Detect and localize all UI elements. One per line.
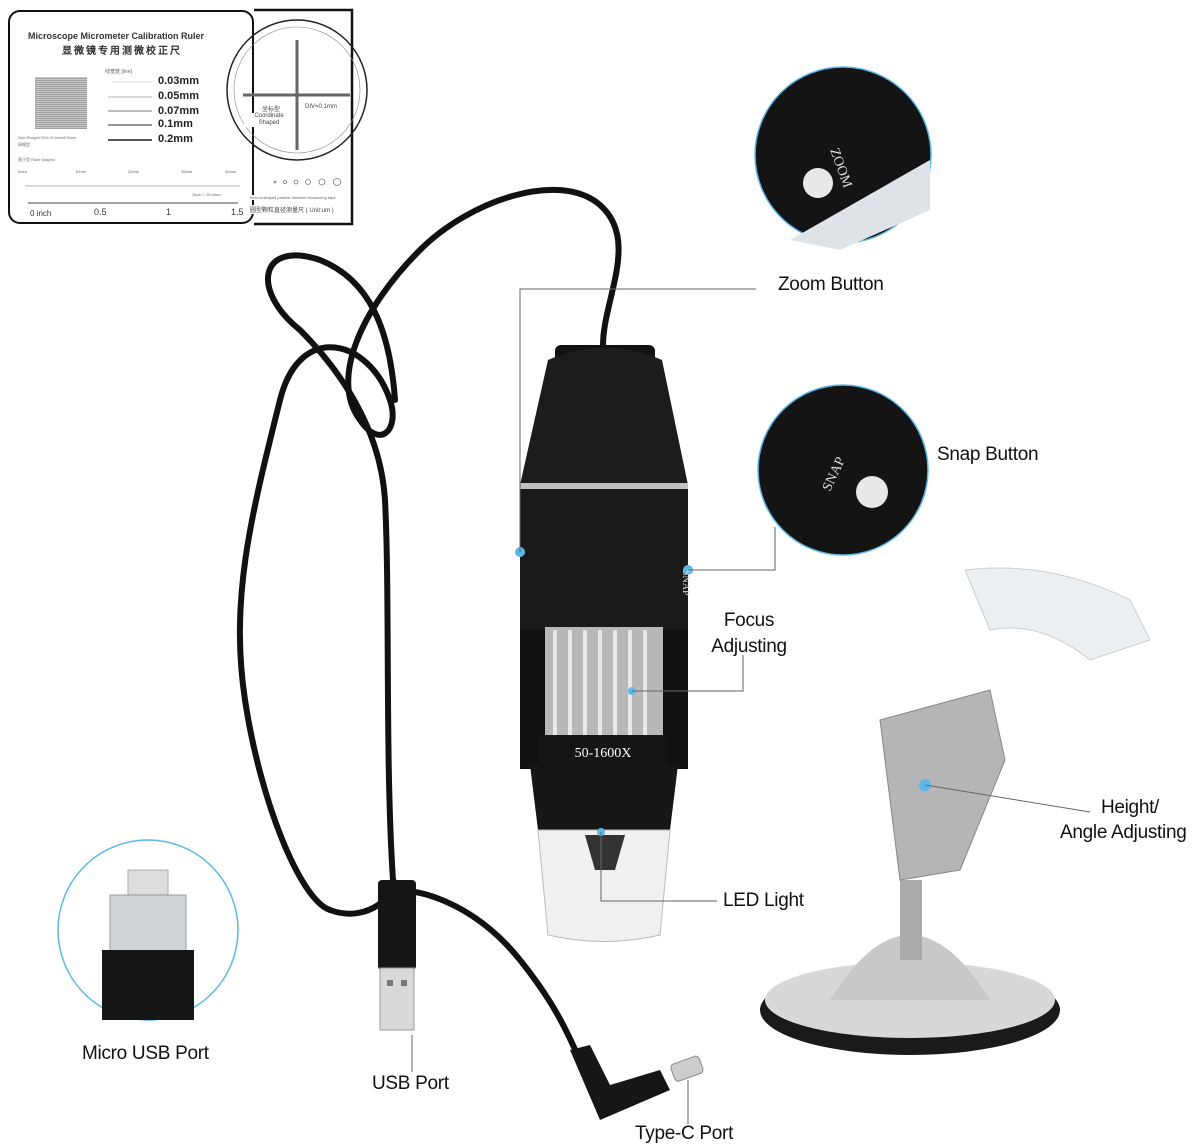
ruler-title: Microscope Micrometer Calibration Ruler <box>28 31 205 41</box>
inch-tick-3: 1.5 <box>231 207 244 217</box>
magnification-label: 50-1600X <box>575 746 632 761</box>
mm-tick-2: 20mm <box>128 169 140 174</box>
round-label-cn: 圆型颗粒直径测量尺 ( Unit:um ) <box>250 205 334 214</box>
round-label: Round-shaped particle diameter measuring… <box>250 195 336 200</box>
callout-focus-line1: Focus <box>723 610 775 631</box>
inch-tick-1: 0.5 <box>94 207 107 217</box>
callout-zoom-button: Zoom Button <box>778 274 884 295</box>
grid-label: Grid Shaped DIV=0.1mm/0.5mm <box>18 135 77 140</box>
inch-tick-0: 0 inch <box>30 209 52 218</box>
micro-usb-inset <box>57 839 239 1021</box>
calibration-ruler-card: Microscope Micrometer Calibration Ruler … <box>8 10 254 224</box>
line-width-2: 0.07mm <box>158 105 199 117</box>
callout-height-line2: Angle Adjusting <box>1060 822 1187 843</box>
usb-a-plug <box>378 880 416 1031</box>
callout-micro-usb-port: Micro USB Port <box>82 1043 209 1064</box>
callout-focus-line2: Adjusting <box>711 636 787 657</box>
zoom-inset <box>754 66 932 250</box>
grid-pattern <box>35 77 87 129</box>
coordinate-label: Coordinate Shaped <box>244 113 294 127</box>
ruler-card-extension <box>25 8 368 226</box>
inch-tick-2: 1 <box>166 207 172 217</box>
callout-typec-port: Type-C Port <box>635 1123 734 1144</box>
line-width-4: 0.2mm <box>158 133 193 145</box>
line-width-label: 线宽度 [line] <box>105 69 132 75</box>
snap-side-label: SNAP <box>680 570 691 596</box>
line-width-0: 0.03mm <box>158 75 199 87</box>
callout-led-light: LED Light <box>723 890 804 911</box>
grid-label-cn: 网格型 <box>18 142 30 147</box>
mm-tick-3: 30mm <box>181 169 193 174</box>
callout-lines <box>411 288 1091 1124</box>
mm-tick-1: 10mm <box>75 169 87 174</box>
inch-note: 1inch = 25.4mm <box>192 192 221 197</box>
ruler-shaped-label: 直尺型 Ruler shaped <box>18 157 55 162</box>
mm-tick-0: 0mm <box>18 169 27 174</box>
callout-snap-button: Snap Button <box>937 444 1039 465</box>
div-label: DIV=0.1mm <box>305 104 337 110</box>
type-c-plug <box>570 1045 704 1120</box>
line-width-3: 0.1mm <box>158 118 193 130</box>
mm-tick-4: 40mm <box>225 169 237 174</box>
snap-inset <box>757 384 929 556</box>
ruler-title-cn: 显微镜专用测微校正尺 <box>62 46 182 57</box>
line-width-1: 0.05mm <box>158 90 199 102</box>
usb-cable <box>236 187 622 1063</box>
callout-height-line1: Height/ <box>1100 797 1160 818</box>
microscope-body <box>515 345 693 942</box>
coordinate-label-cn: 坐标型 <box>262 104 281 113</box>
callout-usb-port: USB Port <box>372 1073 449 1094</box>
stand <box>760 567 1151 1055</box>
